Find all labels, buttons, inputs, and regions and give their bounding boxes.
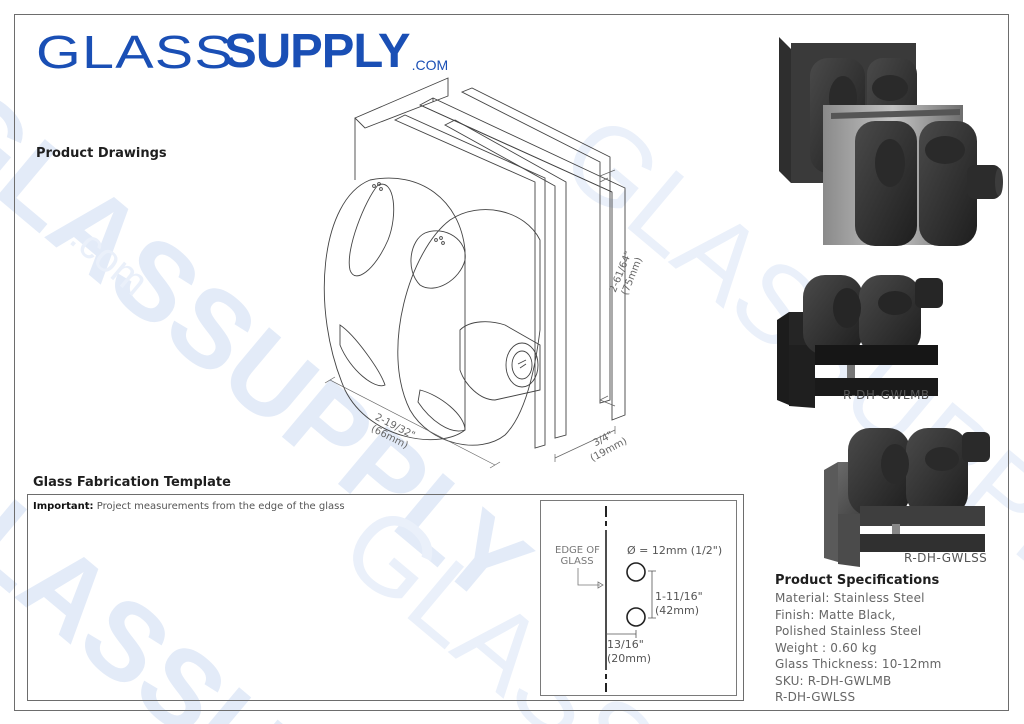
edge-offset-inches: 13/16" (607, 638, 644, 651)
spec-sku-cont: R-DH-GWLSS (775, 690, 856, 704)
product-line-drawing (323, 77, 626, 469)
product-photo-matte-black (777, 275, 943, 408)
hole-template-diagram (577, 506, 656, 692)
important-note: Important: Project measurements from the… (33, 501, 345, 512)
spec-finish-cont: Polished Stainless Steel (775, 624, 922, 638)
hole-spacing-label: 1-11/16" (42mm) (655, 590, 703, 618)
spec-weight: Weight : 0.60 kg (775, 640, 877, 655)
fabrication-template-heading: Glass Fabrication Template (33, 475, 231, 490)
edge-label-line1: EDGE OF (555, 545, 600, 556)
product-photo-stainless (824, 428, 990, 567)
fabrication-template-box (27, 494, 744, 701)
edge-of-glass-label: EDGE OF GLASS (555, 545, 600, 567)
hole-spacing-mm: (42mm) (655, 604, 700, 617)
edge-offset-label: 13/16" (20mm) (607, 638, 651, 666)
specs-title: Product Specifications (775, 573, 940, 588)
spec-sku: SKU: R-DH-GWLMB (775, 673, 892, 688)
important-text: Project measurements from the edge of th… (93, 501, 345, 512)
spec-finish: Finish: Matte Black, (775, 607, 896, 622)
edge-offset-mm: (20mm) (607, 652, 652, 665)
hole-diameter-label: Ø = 12mm (1/2") (627, 544, 723, 557)
logo-glass-text: GLASS (36, 26, 235, 78)
product-caption-gwlmb: R-DH-GWLMB (843, 388, 930, 402)
spec-glass-thickness: Glass Thickness: 10-12mm (775, 657, 942, 671)
logo-supply-text: SUPPLY (224, 25, 410, 78)
product-caption-gwlss: R-DH-GWLSS (904, 551, 988, 565)
product-photo-pair (779, 37, 1003, 246)
edge-label-line2: GLASS (560, 556, 594, 567)
page-border (14, 14, 1009, 711)
hole-spacing-inches: 1-11/16" (655, 590, 703, 603)
product-specifications: Product Specifications Material: Stainle… (775, 573, 1005, 706)
important-label: Important: (33, 501, 94, 512)
product-drawings-heading: Product Drawings (36, 146, 167, 161)
hole-template-panel (540, 500, 737, 696)
spec-material: Material: Stainless Steel (775, 591, 925, 605)
logo-com-text: .COM (411, 57, 449, 73)
brand-logo: GLASS SUPPLY .COM (36, 25, 449, 78)
